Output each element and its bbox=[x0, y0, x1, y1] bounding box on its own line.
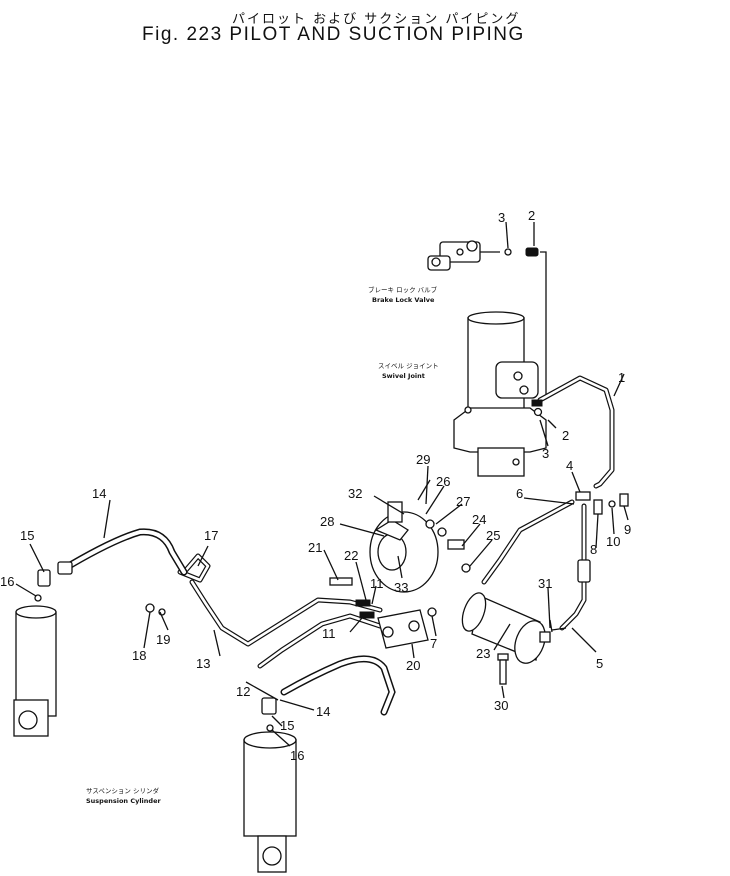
pilot-pipe-6 bbox=[481, 499, 575, 585]
callout-2: 2 bbox=[562, 428, 569, 443]
brake-lock-valve bbox=[427, 240, 539, 271]
caption-suspension-cylinder-jp: サスペンション シリンダ bbox=[86, 786, 159, 795]
caption-swivel-joint: Swivel Joint bbox=[382, 372, 425, 380]
bolt bbox=[497, 653, 509, 685]
suspension-cylinder-left bbox=[13, 605, 57, 737]
callout-16: 16 bbox=[290, 748, 304, 763]
callout-26: 26 bbox=[436, 474, 450, 489]
callout-16: 16 bbox=[0, 574, 14, 589]
callout-15: 15 bbox=[280, 718, 294, 733]
suspension-cylinder-lower bbox=[243, 731, 297, 873]
leader-lines bbox=[15, 221, 629, 747]
elbow-15-left bbox=[34, 569, 51, 602]
callout-23: 23 bbox=[476, 646, 490, 661]
callout-10: 10 bbox=[606, 534, 620, 549]
callout-14: 14 bbox=[316, 704, 330, 719]
callout-8: 8 bbox=[590, 542, 597, 557]
callout-5: 5 bbox=[596, 656, 603, 671]
callout-7: 7 bbox=[430, 636, 437, 651]
figure-title: Fig. 223 PILOT AND SUCTION PIPING bbox=[142, 24, 525, 45]
hose-14-lower bbox=[280, 655, 396, 716]
callout-29: 29 bbox=[416, 452, 430, 467]
caption-swivel-joint-jp: スイベル ジョイント bbox=[378, 362, 439, 370]
callout-11: 11 bbox=[370, 576, 384, 591]
callout-14: 14 bbox=[92, 486, 106, 501]
hose-14-left bbox=[58, 528, 188, 576]
callout-31: 31 bbox=[538, 576, 552, 591]
callout-32: 32 bbox=[348, 486, 362, 501]
suction-strainer bbox=[461, 592, 567, 664]
callout-6: 6 bbox=[516, 486, 523, 501]
callout-24: 24 bbox=[472, 512, 486, 527]
swivel-joint bbox=[453, 311, 547, 477]
callout-25: 25 bbox=[486, 528, 500, 543]
callout-19: 19 bbox=[156, 632, 170, 647]
callout-18: 18 bbox=[132, 648, 146, 663]
pilot-pipe-1 bbox=[537, 375, 615, 489]
callout-22: 22 bbox=[344, 548, 358, 563]
callout-20: 20 bbox=[406, 658, 420, 673]
figure-title-japanese: パイロット および サクション パイピング bbox=[232, 12, 521, 27]
caption-brake-lock-valve-jp: ブレーキ ロック バルブ bbox=[368, 285, 438, 294]
callout-12: 12 bbox=[236, 684, 250, 699]
callout-17: 17 bbox=[204, 528, 218, 543]
pipe-17 bbox=[177, 553, 211, 583]
callout-2: 2 bbox=[528, 208, 535, 223]
caption-brake-lock-valve: Brake Lock Valve bbox=[372, 296, 435, 304]
callout-33: 33 bbox=[394, 580, 408, 595]
callout-4: 4 bbox=[566, 458, 573, 473]
callout-1: 1 bbox=[618, 370, 625, 385]
callout-21: 21 bbox=[308, 540, 322, 555]
callout-3: 3 bbox=[498, 210, 505, 225]
pilot-pipe-5 bbox=[559, 503, 587, 631]
callout-11: 11 bbox=[322, 626, 336, 641]
tee-fitting bbox=[575, 491, 629, 515]
suction-pipe-13 bbox=[189, 579, 383, 647]
suction-pipe-12 bbox=[257, 613, 383, 669]
callout-15: 15 bbox=[20, 528, 34, 543]
callout-3: 3 bbox=[542, 446, 549, 461]
callout-9: 9 bbox=[624, 522, 631, 537]
caption-suspension-cylinder: Suspension Cylinder bbox=[86, 797, 161, 805]
elbow-15-lower bbox=[261, 697, 277, 732]
callout-30: 30 bbox=[494, 698, 508, 713]
callout-28: 28 bbox=[320, 514, 334, 529]
callout-27: 27 bbox=[456, 494, 470, 509]
callout-13: 13 bbox=[196, 656, 210, 671]
small-fittings-24-27 bbox=[425, 519, 471, 573]
